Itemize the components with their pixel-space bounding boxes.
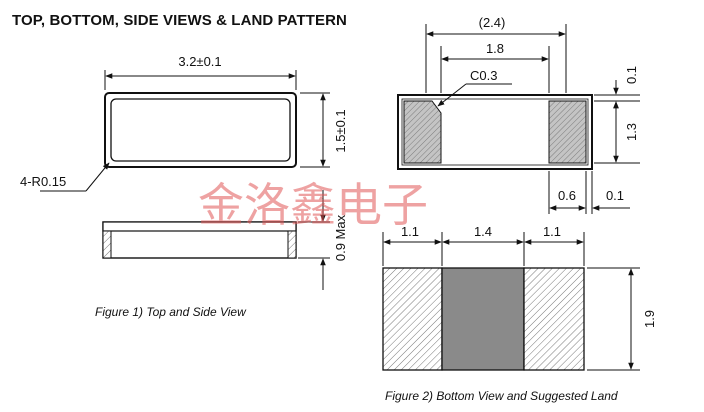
chamfer-label: C0.3 xyxy=(470,68,497,83)
side-height-label: 0.9 Max xyxy=(333,214,348,261)
page-title: TOP, BOTTOM, SIDE VIEWS & LAND PATTERN xyxy=(12,12,347,29)
side-terminal-right xyxy=(287,230,297,259)
bottom-pad-left xyxy=(403,100,442,164)
watermark: 金洛鑫电子 xyxy=(198,178,428,232)
bottom-view: (2.4) 1.8 C0.3 0.1 1.3 0.6 0.1 xyxy=(397,15,640,214)
top-width-label: 3.2±0.1 xyxy=(178,54,221,69)
land-middle-label: 1.4 xyxy=(474,224,492,239)
land-right-label: 1.1 xyxy=(543,224,561,239)
bottom-pad-right xyxy=(548,100,587,164)
overall-width-label: (2.4) xyxy=(479,15,506,30)
top-view-inner xyxy=(110,98,291,162)
side-terminal-left xyxy=(102,230,112,259)
land-pad-left xyxy=(382,267,443,371)
side-view-top-band xyxy=(102,221,297,232)
corner-radius-label: 4-R0.15 xyxy=(20,174,66,189)
land-left-label: 1.1 xyxy=(401,224,419,239)
land-pad-right xyxy=(523,267,585,371)
right-edge-label: 0.1 xyxy=(606,188,624,203)
top-height-label: 1.5±0.1 xyxy=(333,109,348,152)
land-height-label: 1.9 xyxy=(642,310,657,328)
bottom-height-label: 1.3 xyxy=(624,123,639,141)
top-edge-label: 0.1 xyxy=(624,66,639,84)
side-view: 0.9 Max xyxy=(102,190,348,290)
figure1-caption: Figure 1) Top and Side View xyxy=(95,305,246,319)
land-center xyxy=(441,267,525,371)
top-view: 3.2±0.1 1.5±0.1 4-R0.15 xyxy=(20,54,348,192)
figure2-caption: Figure 2) Bottom View and Suggested Land xyxy=(385,389,618,403)
inner-width-label: 1.8 xyxy=(486,41,504,56)
land-pattern: 1.1 1.4 1.1 1.9 xyxy=(382,224,657,371)
pad-width-label: 0.6 xyxy=(558,188,576,203)
